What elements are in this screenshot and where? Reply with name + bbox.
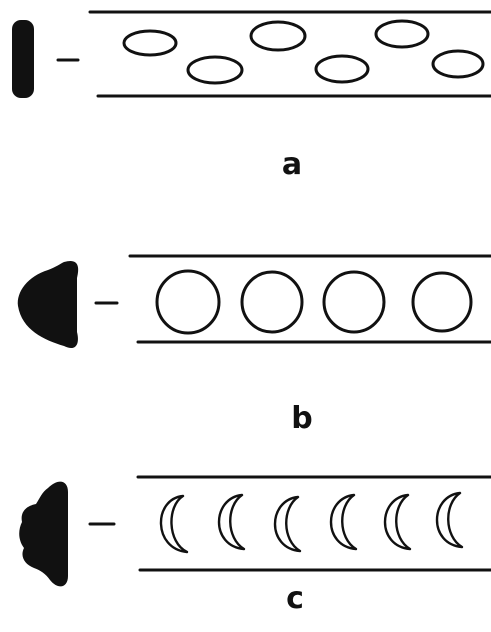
panel-c-object bbox=[19, 482, 68, 587]
particle-ellipse bbox=[251, 22, 305, 50]
particle-crescent bbox=[161, 496, 187, 552]
particle-crescent bbox=[275, 497, 300, 551]
particle-crescent bbox=[219, 495, 244, 549]
particle-ellipse bbox=[316, 56, 368, 82]
panel-a bbox=[12, 12, 491, 98]
particle-ellipse bbox=[376, 21, 428, 47]
panel-b bbox=[18, 256, 491, 348]
panel-b-object bbox=[18, 261, 78, 348]
particle-crescent bbox=[331, 495, 356, 549]
particle-crescent bbox=[437, 493, 462, 547]
particle-ellipse bbox=[188, 57, 242, 83]
panel-label-a: a bbox=[262, 150, 322, 180]
particle-circle bbox=[242, 272, 302, 332]
particle-ellipse bbox=[433, 51, 483, 77]
particle-ellipse bbox=[124, 31, 176, 55]
panel-c bbox=[19, 477, 491, 586]
particle-circle bbox=[157, 271, 219, 333]
panel-label-c: c bbox=[265, 584, 325, 614]
panel-label-b: b bbox=[272, 404, 332, 434]
panel-c-particles bbox=[161, 493, 462, 552]
particle-circle bbox=[413, 273, 471, 331]
panel-a-particles bbox=[124, 21, 483, 83]
panel-a-object bbox=[12, 20, 34, 98]
panel-b-particles bbox=[157, 271, 471, 333]
particle-crescent bbox=[385, 495, 410, 549]
particle-circle bbox=[324, 272, 384, 332]
